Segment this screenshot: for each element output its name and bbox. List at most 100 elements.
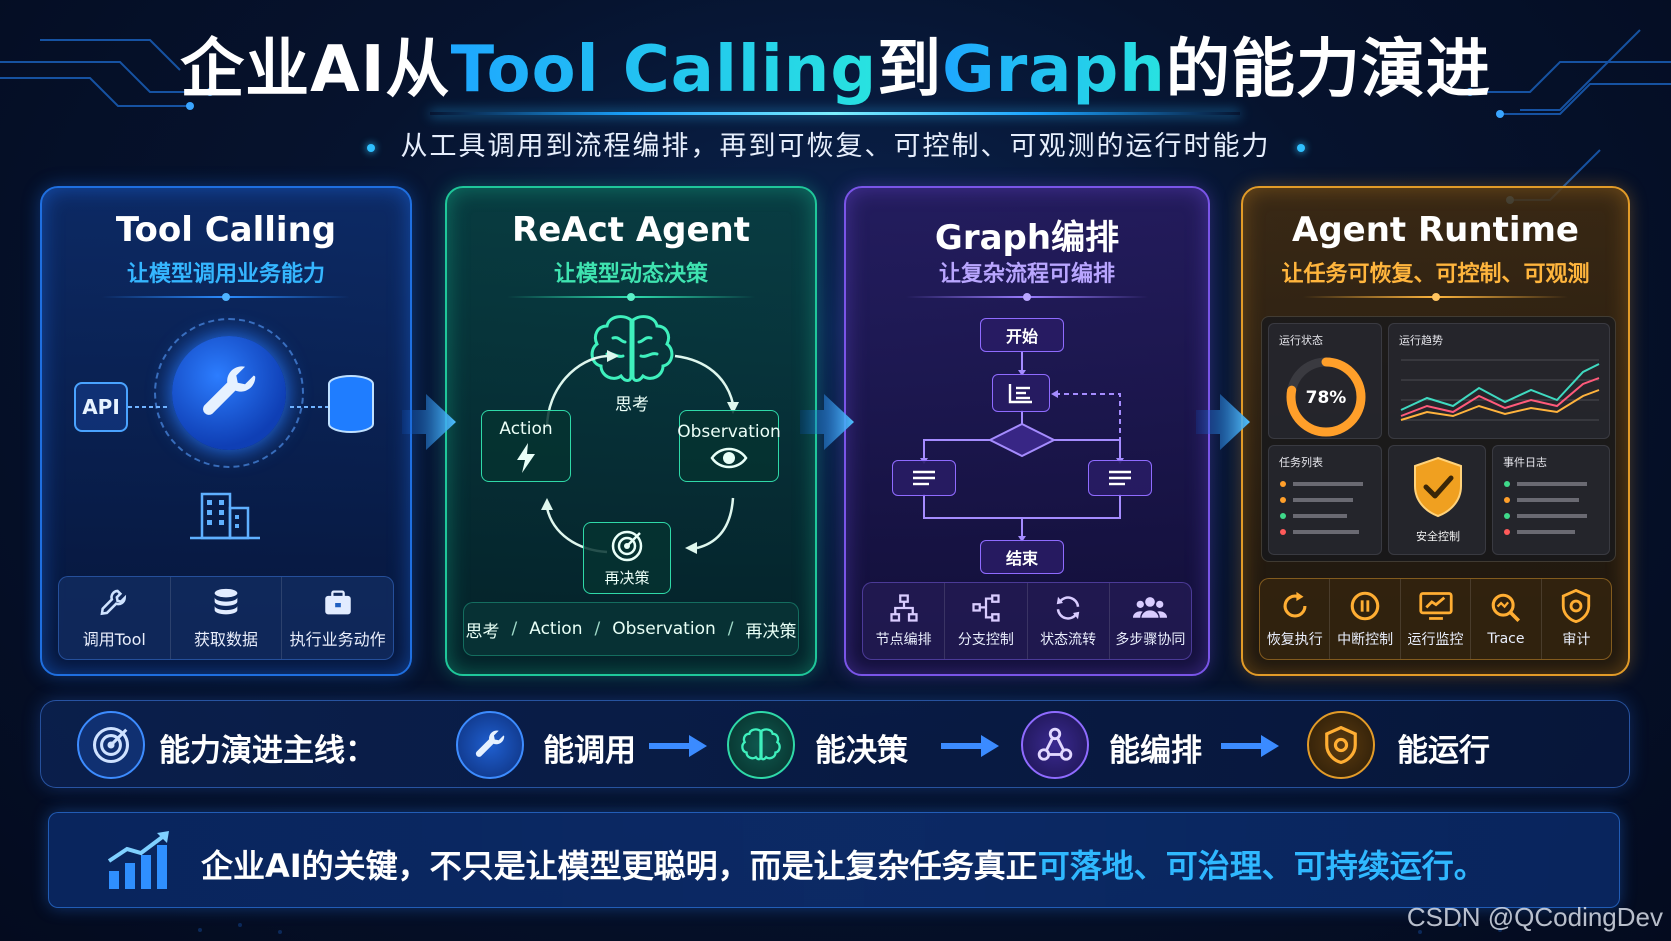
mainline-step: 能编排 bbox=[1109, 733, 1202, 769]
database-icon bbox=[328, 375, 374, 433]
runtime-dashboard: 运行状态 78% 运行趋势 任务列表 bbox=[1261, 316, 1616, 562]
branch-icon bbox=[972, 594, 1000, 622]
bar-item-audit: 审计 bbox=[1542, 579, 1611, 659]
connector-line bbox=[128, 406, 168, 408]
react-steps-bar: 思考 / Action / Observation / 再决策 bbox=[463, 602, 799, 656]
tasks-card: 任务列表 bbox=[1268, 445, 1382, 555]
growth-chart-icon bbox=[107, 831, 169, 889]
bar-item-label: 节点编排 bbox=[875, 632, 932, 648]
think-label: 思考 bbox=[615, 395, 649, 415]
divider-dot bbox=[627, 293, 635, 301]
tool-icon bbox=[100, 589, 127, 616]
graph-nodes-icon bbox=[1021, 711, 1089, 779]
building-icon bbox=[190, 492, 260, 540]
status-gauge: 78% bbox=[1286, 357, 1366, 437]
list-icon bbox=[1008, 384, 1032, 404]
mainline-step: 能决策 bbox=[815, 733, 908, 769]
panel-title: Tool Calling bbox=[115, 210, 337, 250]
step-label: 再决策 bbox=[745, 621, 797, 642]
bullet-dot bbox=[1296, 143, 1305, 152]
target-icon bbox=[611, 530, 643, 561]
bar-item-monitoring: 运行监控 bbox=[1401, 579, 1472, 659]
bar-item-label: 获取数据 bbox=[194, 630, 259, 649]
react-steps: 思考 / Action / Observation / 再决策 bbox=[464, 603, 798, 655]
mainline-label: 能力演进主线： bbox=[159, 733, 376, 769]
action-label: Action bbox=[499, 419, 553, 439]
title-glow-line bbox=[430, 112, 1240, 115]
watermark: CSDN @QCodingDev bbox=[1406, 902, 1663, 932]
list-icon bbox=[1109, 470, 1131, 486]
bar-item-label: 多步骤协同 bbox=[1115, 632, 1186, 648]
monitor-icon bbox=[1418, 592, 1453, 620]
arrow-right-icon bbox=[941, 735, 999, 757]
bar-item-node-orchestration: 节点编排 bbox=[863, 583, 946, 659]
target-icon bbox=[77, 711, 145, 779]
step-separator: / bbox=[511, 619, 518, 639]
bullet-dot bbox=[366, 143, 375, 152]
bar-item-call-tool: 调用Tool bbox=[59, 577, 171, 659]
capability-bar: 调用Tool 获取数据 执行业务动作 bbox=[58, 576, 394, 660]
step-label: Observation bbox=[612, 619, 716, 639]
mainline-step: 能调用 bbox=[543, 733, 636, 769]
trend-card-title: 运行趋势 bbox=[1399, 334, 1443, 347]
tasks-card-title: 任务列表 bbox=[1279, 456, 1323, 469]
flow-start-node: 开始 bbox=[980, 318, 1064, 352]
security-card: 安全控制 bbox=[1388, 445, 1486, 555]
panel-react-agent: ReAct Agent 让模型动态决策 思考 Action Observatio… bbox=[445, 186, 817, 676]
events-card-title: 事件日志 bbox=[1503, 456, 1547, 469]
panel-divider bbox=[102, 293, 350, 301]
bar-item-label: 中断控制 bbox=[1337, 632, 1394, 648]
capability-bar: 节点编排 分支控制 状态流转 多步骤协同 bbox=[862, 582, 1192, 660]
title-highlight-tool-calling: Tool Calling bbox=[450, 33, 878, 107]
panel-divider bbox=[1303, 293, 1568, 301]
shield-gear-icon bbox=[1307, 711, 1375, 779]
arrow-right-icon bbox=[1221, 735, 1279, 757]
capability-bar: 恢复执行 中断控制 运行监控 Trace 审计 bbox=[1259, 578, 1612, 660]
bar-item-label: Trace bbox=[1487, 631, 1525, 647]
bar-item-fetch-data: 获取数据 bbox=[171, 577, 283, 659]
bar-item-label: 恢复执行 bbox=[1266, 632, 1323, 648]
refresh-icon bbox=[1056, 596, 1080, 620]
wrench-icon bbox=[172, 336, 286, 450]
task-list bbox=[1280, 481, 1363, 535]
users-icon bbox=[1133, 597, 1168, 618]
observation-node: Observation bbox=[677, 410, 781, 482]
bar-item-label: 调用Tool bbox=[82, 630, 146, 649]
flow-connectors bbox=[920, 352, 1124, 542]
title-highlight-graph: Graph bbox=[942, 33, 1166, 107]
security-label: 安全控制 bbox=[1416, 530, 1460, 543]
search-icon bbox=[1491, 593, 1520, 623]
action-node: Action bbox=[481, 410, 571, 482]
bar-item-business-action: 执行业务动作 bbox=[282, 577, 393, 659]
trend-chart bbox=[1400, 359, 1600, 421]
bar-item-interrupt: 中断控制 bbox=[1330, 579, 1401, 659]
panel-divider bbox=[507, 293, 755, 301]
events-card: 事件日志 bbox=[1492, 445, 1610, 555]
bar-item-state-flow: 状态流转 bbox=[1028, 583, 1110, 659]
api-icon: API bbox=[74, 382, 128, 432]
panel-subtitle: 让任务可恢复、可控制、可观测 bbox=[1281, 262, 1590, 287]
panel-tool-calling: Tool Calling 让模型调用业务能力 API 调用To bbox=[40, 186, 412, 676]
arrow-right-icon bbox=[649, 735, 707, 757]
flow-branch-right-node bbox=[1088, 460, 1152, 496]
orbit-ring bbox=[154, 318, 304, 468]
event-log bbox=[1504, 481, 1587, 535]
panel-title: Agent Runtime bbox=[1292, 210, 1579, 250]
panel-subtitle: 让模型调用业务能力 bbox=[126, 262, 325, 287]
flow-branch-left-node bbox=[892, 460, 956, 496]
conclusion-banner: 企业AI的关键，不只是让模型更聪明，而是让复杂任务真正可落地、可治理、可持续运行… bbox=[48, 812, 1620, 908]
status-value: 78% bbox=[1306, 388, 1347, 408]
step-label: Action bbox=[529, 619, 583, 639]
title-part: 的能力演进 bbox=[1165, 33, 1491, 107]
lightning-icon bbox=[517, 443, 535, 473]
title-part: 到 bbox=[877, 33, 943, 107]
redecide-label: 再决策 bbox=[604, 568, 650, 587]
divider-dot bbox=[1023, 293, 1031, 301]
arrow-right-icon bbox=[1196, 394, 1250, 450]
panel-title: ReAct Agent bbox=[512, 210, 750, 250]
step-separator: / bbox=[727, 619, 734, 639]
conclusion-text: 企业AI的关键，不只是让模型更聪明，而是让复杂任务真正可落地、可治理、可持续运行… bbox=[201, 841, 1486, 887]
panel-agent-runtime: Agent Runtime 让任务可恢复、可控制、可观测 运行状态 78% 运行… bbox=[1241, 186, 1630, 676]
bar-item-trace: Trace bbox=[1471, 579, 1542, 659]
brain-icon bbox=[727, 711, 795, 779]
